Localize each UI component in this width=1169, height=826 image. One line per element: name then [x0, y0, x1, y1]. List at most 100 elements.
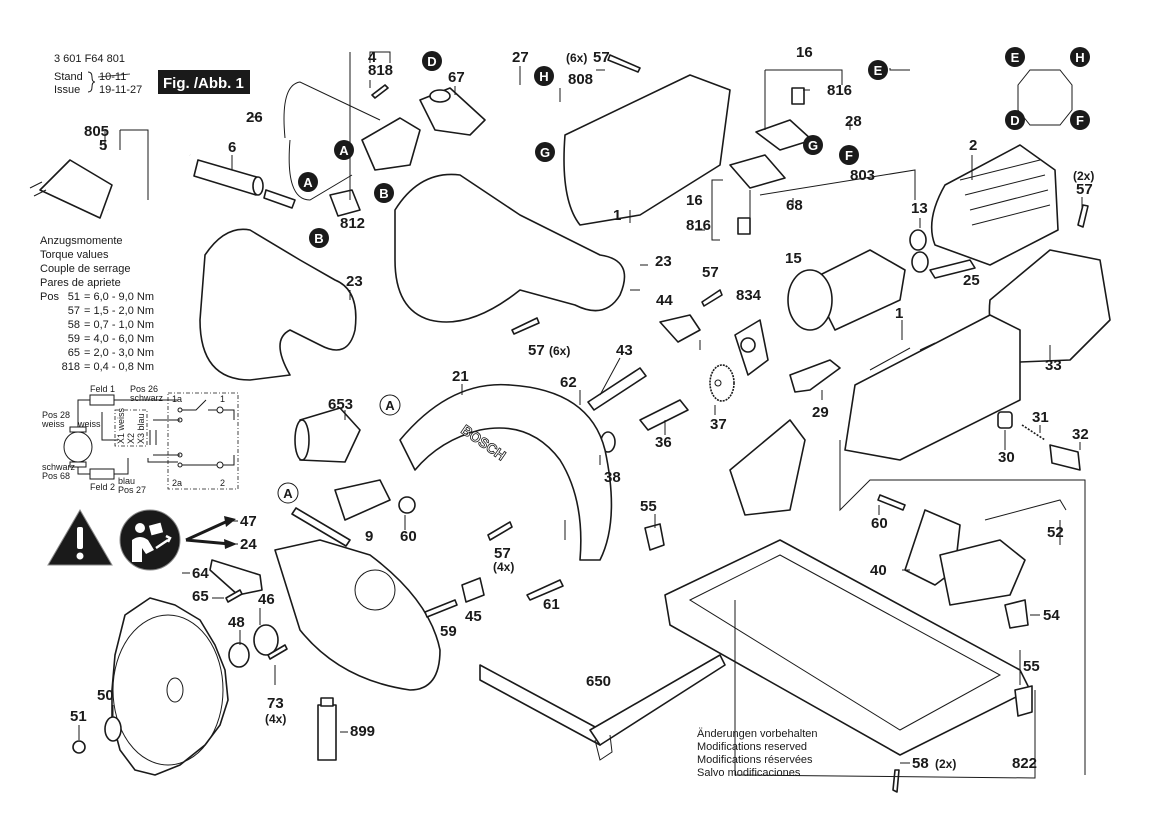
screw-57-top [607, 54, 641, 73]
upper-blade-guard: BOSCH [399, 383, 613, 561]
callout-letter: H [1075, 50, 1084, 65]
part-label: 65 [192, 588, 209, 605]
motor-housing-top [563, 74, 731, 226]
part-label: 60 [871, 515, 888, 532]
lever-64 [209, 559, 263, 596]
part-label: 805 [84, 123, 109, 140]
wiring-t2: 2 [220, 478, 225, 488]
part-qty: (6x) [549, 344, 570, 358]
part-label: 29 [812, 404, 829, 421]
lever-44 [659, 314, 701, 343]
callout-letter: E [874, 63, 883, 78]
part-label: 4 [368, 49, 377, 66]
depth-lever [939, 539, 1026, 606]
part-label: 55 [1023, 658, 1040, 675]
read-manual-icon [119, 509, 181, 571]
note-es: Salvo modificaciones [697, 767, 801, 779]
screw-47 [291, 507, 351, 547]
field-connection-ring [1017, 69, 1073, 126]
cable-loop [283, 81, 381, 201]
stand-label: Stand [54, 71, 83, 83]
wiring-weiss-inner: weiss [77, 419, 101, 429]
wiring-schwarz-top: schwarz [130, 393, 164, 403]
note-en: Modifications reserved [697, 741, 807, 753]
part-label: 25 [963, 272, 980, 289]
screw-65 [225, 589, 243, 603]
screw-57-mid [701, 289, 723, 307]
wiring-x3: X3 blau [136, 413, 146, 444]
part-label: 48 [228, 614, 245, 631]
part-label: 653 [328, 396, 353, 413]
button-32 [1049, 444, 1081, 471]
stator-field [930, 144, 1059, 266]
label-leaders [78, 66, 1083, 764]
wiring-blau: blau [118, 476, 135, 486]
torque-pos: 51 [68, 291, 80, 303]
terminal [216, 406, 224, 414]
screw-57-right [1077, 204, 1089, 228]
callout-letter: A [385, 398, 395, 413]
part-label: 32 [1072, 426, 1089, 443]
part-qty: (2x) [1073, 169, 1094, 183]
riving-knife-bracket [729, 419, 806, 516]
callout-B: B [374, 183, 394, 203]
sleeve-45 [461, 577, 485, 603]
switch-lines [149, 399, 235, 466]
part-qty: (4x) [265, 712, 286, 726]
hex-key-52 [984, 499, 1067, 521]
terminal [177, 462, 183, 468]
callout-E: E [868, 60, 888, 80]
wiring-feld2: Feld 2 [90, 482, 115, 492]
part-label: 812 [340, 215, 365, 232]
torque-pos: 57 [68, 305, 80, 317]
part-label: 43 [616, 342, 633, 359]
part-label: 808 [568, 71, 593, 88]
torque-pos: 59 [68, 333, 80, 345]
part-label: 31 [1032, 409, 1049, 426]
bearing-13 [909, 229, 927, 251]
knob-55-right [1014, 685, 1033, 717]
torque-row: 65 = 2,0 - 3,0 Nm [68, 347, 154, 359]
wiring-schwarz-bottom: schwarz [42, 462, 76, 472]
part-label: 60 [400, 528, 417, 545]
torque-title-es: Pares de apriete [40, 277, 121, 289]
callout-A: A [298, 172, 318, 192]
stand-date-struck: 10-11 [99, 71, 126, 83]
torque-row: 57 = 1,5 - 2,0 Nm [68, 305, 154, 317]
callout-D: D [1005, 110, 1025, 130]
part-label: 818 [368, 62, 393, 79]
knob-54 [1004, 599, 1029, 629]
callout-A: A [334, 140, 354, 160]
wiring-pos26: Pos 26 [130, 384, 158, 394]
shaft-43 [587, 367, 647, 411]
callout-E: E [1005, 47, 1025, 67]
part-label: 1 [613, 207, 621, 224]
switch-unit [329, 117, 421, 217]
figure-badge [158, 70, 250, 94]
torque-value: = 2,0 - 3,0 Nm [84, 347, 154, 359]
figure-label: Fig. /Abb. 1 [163, 75, 244, 92]
clip-25 [929, 259, 976, 279]
wiring-feld1: Feld 1 [90, 384, 115, 394]
lower-blade-guard [274, 539, 441, 691]
part-label: 2 [969, 137, 977, 154]
callout-letter: A [303, 175, 313, 190]
wiring-x1: X1 weiss [116, 407, 126, 444]
callout-A-open: A [379, 394, 401, 416]
torque-pos: 818 [62, 361, 80, 373]
part-label: 68 [786, 197, 803, 214]
torque-title-fr: Couple de serrage [40, 263, 131, 275]
callout-H: H [534, 66, 554, 86]
part-label: 650 [586, 673, 611, 690]
wiring-t1: 1 [220, 394, 225, 404]
screw-73 [267, 644, 288, 660]
terminal [177, 407, 183, 413]
callout-letter: E [1011, 50, 1020, 65]
callout-B: B [309, 228, 329, 248]
part-label: 803 [850, 167, 875, 184]
callout-letter: F [845, 148, 853, 163]
part-label: 816 [827, 82, 852, 99]
part-label: 55 [640, 498, 657, 515]
screw-58 [892, 769, 900, 793]
part-label: 24 [240, 536, 257, 553]
